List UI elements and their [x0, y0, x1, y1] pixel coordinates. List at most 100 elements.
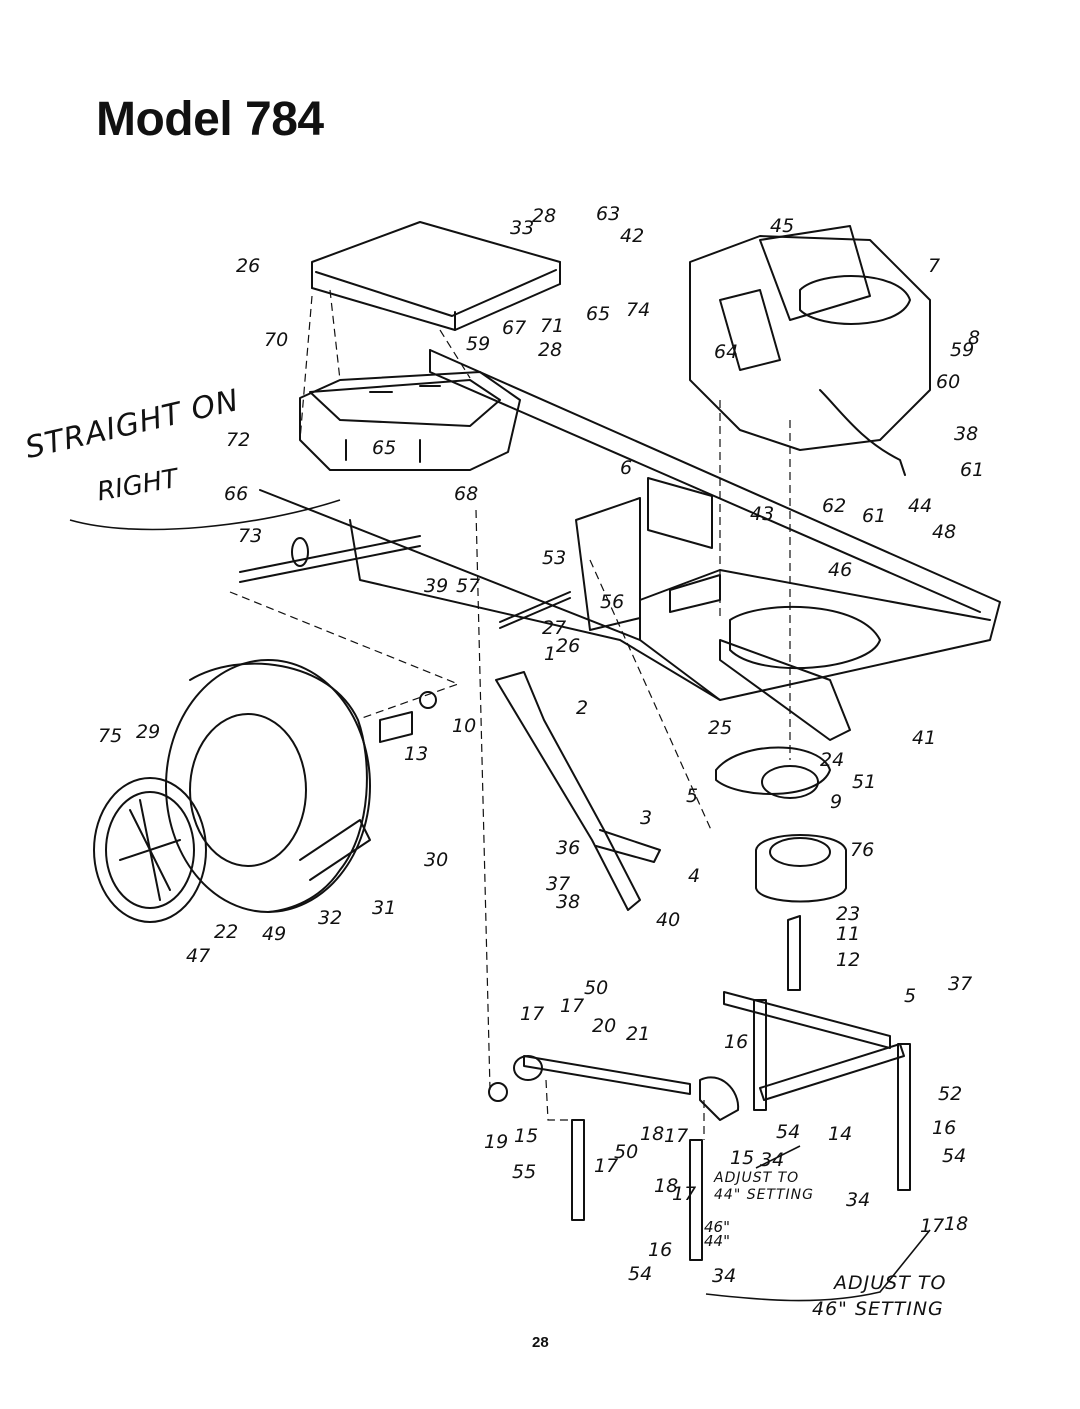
rear-wheel: [93, 659, 437, 923]
svg-text:3: 3: [640, 807, 652, 829]
svg-text:64: 64: [714, 341, 738, 363]
svg-text:51: 51: [852, 771, 876, 793]
svg-text:75: 75: [98, 725, 122, 747]
svg-text:22: 22: [214, 921, 238, 943]
main-frame: [259, 349, 1001, 741]
svg-text:40: 40: [656, 909, 680, 931]
svg-text:16: 16: [932, 1117, 956, 1139]
svg-text:28: 28: [538, 339, 562, 361]
svg-text:61: 61: [862, 505, 886, 527]
svg-text:45: 45: [770, 215, 794, 237]
label-46-setting: 46": [704, 1218, 730, 1236]
svg-text:7: 7: [928, 255, 940, 277]
svg-text:50: 50: [614, 1141, 638, 1163]
svg-text:34: 34: [846, 1189, 870, 1211]
svg-text:59: 59: [466, 333, 490, 355]
svg-text:30: 30: [424, 849, 448, 871]
svg-text:63: 63: [596, 203, 620, 225]
svg-text:10: 10: [452, 715, 476, 737]
note-adjust-44: ADJUST TO 44" SETTING: [714, 1170, 814, 1204]
label-44-setting: 44": [704, 1232, 730, 1250]
svg-text:61: 61: [960, 459, 984, 481]
svg-text:14: 14: [828, 1123, 852, 1145]
svg-text:16: 16: [724, 1031, 748, 1053]
seat-plate: [311, 221, 561, 331]
svg-text:34: 34: [712, 1265, 736, 1287]
svg-text:47: 47: [186, 945, 210, 967]
svg-text:15: 15: [514, 1125, 538, 1147]
svg-text:36: 36: [556, 837, 580, 859]
svg-text:44: 44: [908, 495, 932, 517]
svg-text:62: 62: [822, 495, 846, 517]
svg-text:12: 12: [836, 949, 860, 971]
svg-text:49: 49: [262, 923, 286, 945]
svg-text:54: 54: [776, 1121, 800, 1143]
svg-text:26: 26: [556, 635, 580, 657]
svg-text:37: 37: [948, 973, 972, 995]
page-title: Model 784: [96, 93, 324, 146]
svg-text:17: 17: [664, 1125, 688, 1147]
svg-text:72: 72: [226, 429, 250, 451]
svg-text:17: 17: [672, 1183, 696, 1205]
svg-text:19: 19: [484, 1131, 508, 1153]
svg-text:15: 15: [730, 1147, 754, 1169]
svg-text:25: 25: [708, 717, 732, 739]
svg-text:4: 4: [688, 865, 700, 887]
svg-text:71: 71: [540, 315, 564, 337]
svg-text:52: 52: [938, 1083, 962, 1105]
svg-text:46: 46: [828, 559, 852, 581]
page-number: 28: [532, 1334, 549, 1351]
svg-text:2: 2: [576, 697, 588, 719]
svg-text:9: 9: [830, 791, 842, 813]
svg-text:18: 18: [640, 1123, 664, 1145]
shift-lever: [495, 671, 661, 911]
svg-text:17: 17: [520, 1003, 544, 1025]
note-adjust-46: ADJUST TO 46" SETTING: [812, 1270, 946, 1322]
svg-text:16: 16: [648, 1239, 672, 1261]
svg-text:27: 27: [542, 617, 566, 639]
svg-text:5: 5: [686, 785, 698, 807]
svg-text:66: 66: [224, 483, 248, 505]
svg-text:28: 28: [532, 205, 556, 227]
svg-text:11: 11: [836, 923, 860, 945]
svg-text:65: 65: [372, 437, 396, 459]
svg-text:43: 43: [750, 503, 774, 525]
svg-text:38: 38: [954, 423, 978, 445]
svg-text:39: 39: [424, 575, 448, 597]
svg-text:17: 17: [920, 1215, 944, 1237]
svg-text:60: 60: [936, 371, 960, 393]
svg-text:34: 34: [760, 1149, 784, 1171]
svg-text:23: 23: [836, 903, 860, 925]
svg-text:67: 67: [502, 317, 526, 339]
svg-text:21: 21: [626, 1023, 650, 1045]
note-adjust-46-line2: 46" SETTING: [812, 1298, 944, 1320]
svg-text:18: 18: [944, 1213, 968, 1235]
svg-text:20: 20: [592, 1015, 616, 1037]
svg-text:13: 13: [404, 743, 428, 765]
svg-text:54: 54: [942, 1145, 966, 1167]
svg-text:55: 55: [512, 1161, 536, 1183]
svg-text:26: 26: [236, 255, 260, 277]
svg-text:74: 74: [626, 299, 650, 321]
note-adjust-44-line1: ADJUST TO: [714, 1170, 800, 1186]
svg-text:5: 5: [904, 985, 916, 1007]
svg-text:42: 42: [620, 225, 644, 247]
fender-assembly: [299, 371, 521, 471]
svg-text:70: 70: [264, 329, 288, 351]
svg-text:54: 54: [628, 1263, 652, 1285]
lift-hole-labels: 46" 44": [704, 1218, 730, 1250]
svg-text:33: 33: [510, 217, 534, 239]
svg-text:31: 31: [372, 897, 396, 919]
engine: [689, 225, 931, 476]
svg-text:59: 59: [950, 339, 974, 361]
svg-text:41: 41: [912, 727, 936, 749]
note-adjust-46-line1: ADJUST TO: [834, 1272, 947, 1294]
svg-text:17: 17: [594, 1155, 618, 1177]
svg-text:29: 29: [136, 721, 160, 743]
svg-text:65: 65: [586, 303, 610, 325]
svg-text:48: 48: [932, 521, 956, 543]
svg-text:68: 68: [454, 483, 478, 505]
lift-linkage: [488, 991, 911, 1261]
